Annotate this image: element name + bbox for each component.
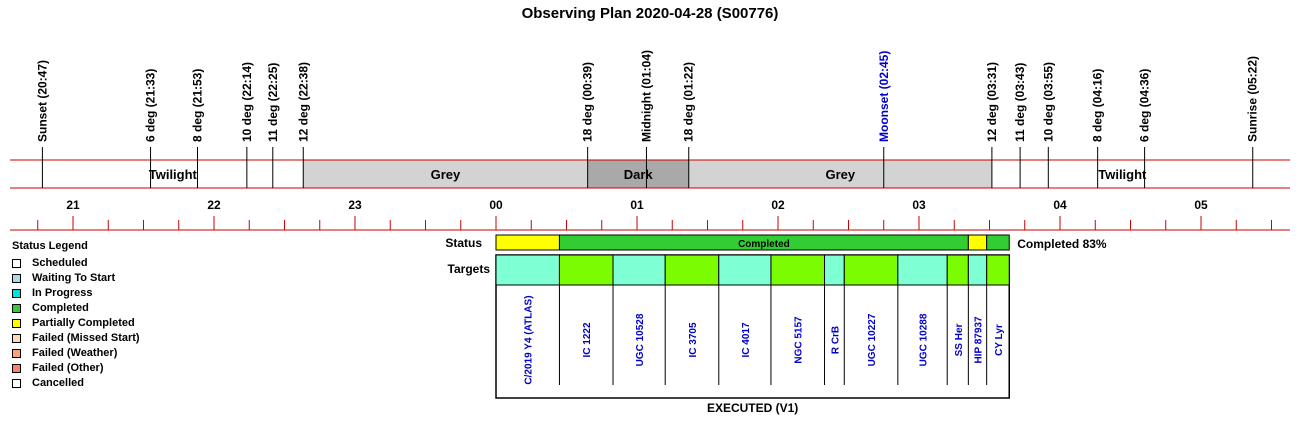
target-name: IC 3705 [688, 322, 699, 357]
target-name: CY Lyr [994, 324, 1005, 356]
footer-label: EXECUTED (V1) [707, 401, 798, 415]
legend-title: Status Legend [12, 240, 88, 252]
legend-item: Failed (Weather) [12, 346, 140, 361]
legend-swatch [12, 319, 21, 328]
legend-swatch [12, 349, 21, 358]
legend-label: Failed (Missed Start) [32, 332, 140, 344]
legend-label: Cancelled [32, 377, 84, 389]
status-legend: Status Legend Scheduled Waiting To Start… [12, 240, 140, 391]
target-name: HIP 87937 [974, 316, 985, 364]
hour-tick-label: 00 [489, 198, 503, 212]
status-row-label: Status [445, 236, 482, 250]
legend-swatch [12, 274, 21, 283]
legend-item: Partially Completed [12, 316, 140, 331]
hour-tick-label: 03 [912, 198, 926, 212]
event-label: Sunrise (05:22) [1246, 56, 1260, 142]
legend-label: Waiting To Start [32, 272, 116, 284]
event-label: 6 deg (04:36) [1138, 69, 1152, 142]
sky-period-band [42, 160, 304, 188]
event-label: 12 deg (22:38) [296, 62, 310, 142]
hour-tick-label: 23 [348, 198, 362, 212]
event-label: 6 deg (21:33) [144, 69, 158, 142]
event-label: 18 deg (00:39) [581, 62, 595, 142]
target-block [495, 254, 560, 286]
status-segment [986, 234, 1010, 251]
sky-period-label: Dark [624, 167, 654, 182]
legend-label: Failed (Other) [32, 362, 104, 374]
hour-tick-label: 05 [1194, 198, 1208, 212]
legend-item: Waiting To Start [12, 271, 140, 286]
status-summary: Completed 83% [1017, 237, 1107, 251]
target-name: SS Her [954, 323, 965, 356]
target-name: IC 4017 [741, 322, 752, 357]
legend-item: Cancelled [12, 376, 140, 391]
event-label: 11 deg (03:43) [1013, 63, 1027, 142]
legend-swatch [12, 304, 21, 313]
event-label: 12 deg (03:31) [985, 62, 999, 142]
event-label: 10 deg (22:14) [240, 62, 254, 142]
targets-row-label: Targets [448, 262, 491, 276]
legend-swatch [12, 364, 21, 373]
target-block [558, 254, 614, 286]
status-segment [967, 234, 988, 251]
hour-tick-label: 01 [630, 198, 644, 212]
sky-period-band [303, 160, 588, 188]
event-label: Sunset (20:47) [35, 60, 49, 142]
target-name: UGC 10288 [919, 313, 930, 366]
event-label: 10 deg (03:55) [1041, 62, 1055, 142]
target-block [664, 254, 720, 286]
sky-period-band [587, 160, 689, 188]
sky-period-band [688, 160, 992, 188]
target-name: IC 1222 [582, 322, 593, 357]
target-name: R CrB [830, 326, 841, 354]
legend-item: Scheduled [12, 256, 140, 271]
hour-tick-label: 21 [66, 198, 80, 212]
event-label: 8 deg (04:16) [1091, 69, 1105, 142]
hour-tick-label: 22 [207, 198, 221, 212]
target-name: UGC 10227 [867, 313, 878, 366]
target-name: UGC 10528 [635, 313, 646, 366]
legend-swatch [12, 289, 21, 298]
event-label: Moonset (02:45) [877, 51, 891, 142]
legend-item: Failed (Missed Start) [12, 331, 140, 346]
sky-period-label: Twilight [149, 167, 198, 182]
chart-title: Observing Plan 2020-04-28 (S00776) [521, 5, 779, 22]
legend-swatch [12, 379, 21, 388]
legend-swatch [12, 334, 21, 343]
target-name: C/2019 Y4 (ATLAS) [524, 295, 535, 384]
target-block [718, 254, 772, 286]
event-label: 11 deg (22:25) [266, 63, 280, 142]
legend-item: Failed (Other) [12, 361, 140, 376]
legend-label: Scheduled [32, 257, 88, 269]
target-block [824, 254, 845, 286]
legend-label: Completed [32, 302, 89, 314]
sky-period-band [991, 160, 1253, 188]
legend-label: Failed (Weather) [32, 347, 118, 359]
target-block [897, 254, 948, 286]
legend-swatch [12, 259, 21, 268]
sky-period-label: Grey [431, 167, 461, 182]
target-name: NGC 5157 [794, 316, 805, 364]
target-block [986, 254, 1010, 286]
hour-tick-label: 04 [1053, 198, 1067, 212]
target-block [967, 254, 988, 286]
legend-label: Partially Completed [32, 317, 135, 329]
status-segment [495, 234, 560, 251]
status-segment-label: Completed [738, 239, 790, 250]
legend-item: Completed [12, 301, 140, 316]
legend-label: In Progress [32, 287, 93, 299]
target-block [843, 254, 899, 286]
event-label: 18 deg (01:22) [682, 62, 696, 142]
event-label: 8 deg (21:53) [191, 69, 205, 142]
legend-item: In Progress [12, 286, 140, 301]
target-block [770, 254, 826, 286]
target-block [612, 254, 666, 286]
event-label: Midnight (01:04) [639, 50, 653, 142]
target-block [946, 254, 969, 286]
sky-period-label: Grey [826, 167, 856, 182]
sky-period-label: Twilight [1098, 167, 1147, 182]
hour-tick-label: 02 [771, 198, 785, 212]
